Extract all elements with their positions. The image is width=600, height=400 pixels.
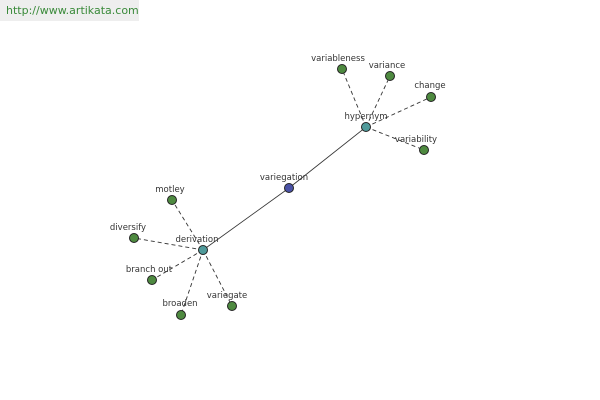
- leaf-label-branch-out[interactable]: branch out: [126, 265, 173, 275]
- edge-hypernym-variableness: [341, 68, 367, 128]
- graph-labels: variegation hypernym variableness variance c…: [110, 54, 446, 309]
- edge-derivation-branch-out: [151, 249, 204, 281]
- leaf-label-change[interactable]: change: [414, 81, 445, 91]
- graph-edges: [133, 68, 432, 316]
- hub-node-hypernym[interactable]: [361, 122, 371, 132]
- hub-node-derivation[interactable]: [198, 245, 208, 255]
- leaf-label-broaden[interactable]: broaden: [162, 299, 197, 309]
- leaf-label-variegate[interactable]: variegate: [207, 291, 248, 301]
- leaf-label-diversify[interactable]: diversify: [110, 223, 146, 233]
- leaf-label-variance[interactable]: variance: [369, 61, 406, 71]
- edge-variegation-hypernym: [288, 126, 367, 189]
- leaf-label-variableness[interactable]: variableness: [311, 54, 365, 64]
- leaf-node-diversify[interactable]: [129, 233, 139, 243]
- graph-nodes: [129, 64, 436, 320]
- edge-derivation-diversify: [133, 237, 204, 251]
- leaf-node-variability[interactable]: [419, 145, 429, 155]
- leaf-node-change[interactable]: [426, 92, 436, 102]
- edge-derivation-broaden: [180, 249, 204, 316]
- leaf-node-variance[interactable]: [385, 71, 395, 81]
- leaf-node-variegate[interactable]: [227, 301, 237, 311]
- leaf-label-variability[interactable]: variability: [395, 135, 437, 145]
- edge-hypernym-variance: [365, 75, 391, 128]
- leaf-node-variableness[interactable]: [337, 64, 347, 74]
- hub-label-derivation[interactable]: derivation: [175, 235, 218, 245]
- edge-hypernym-change: [365, 96, 432, 128]
- leaf-node-branch-out[interactable]: [147, 275, 157, 285]
- leaf-node-broaden[interactable]: [176, 310, 186, 320]
- source-url-link[interactable]: http://www.artikata.com: [0, 0, 139, 21]
- edge-hypernym-variability: [365, 126, 425, 151]
- edge-derivation-variegate: [202, 249, 233, 307]
- hub-label-hypernym[interactable]: hypernym: [344, 112, 387, 122]
- edge-variegation-derivation: [202, 187, 290, 251]
- edge-derivation-motley: [171, 199, 204, 251]
- center-label-variegation[interactable]: variegation: [260, 173, 308, 183]
- leaf-label-motley[interactable]: motley: [155, 185, 184, 195]
- center-node-variegation[interactable]: [284, 183, 294, 193]
- leaf-node-motley[interactable]: [167, 195, 177, 205]
